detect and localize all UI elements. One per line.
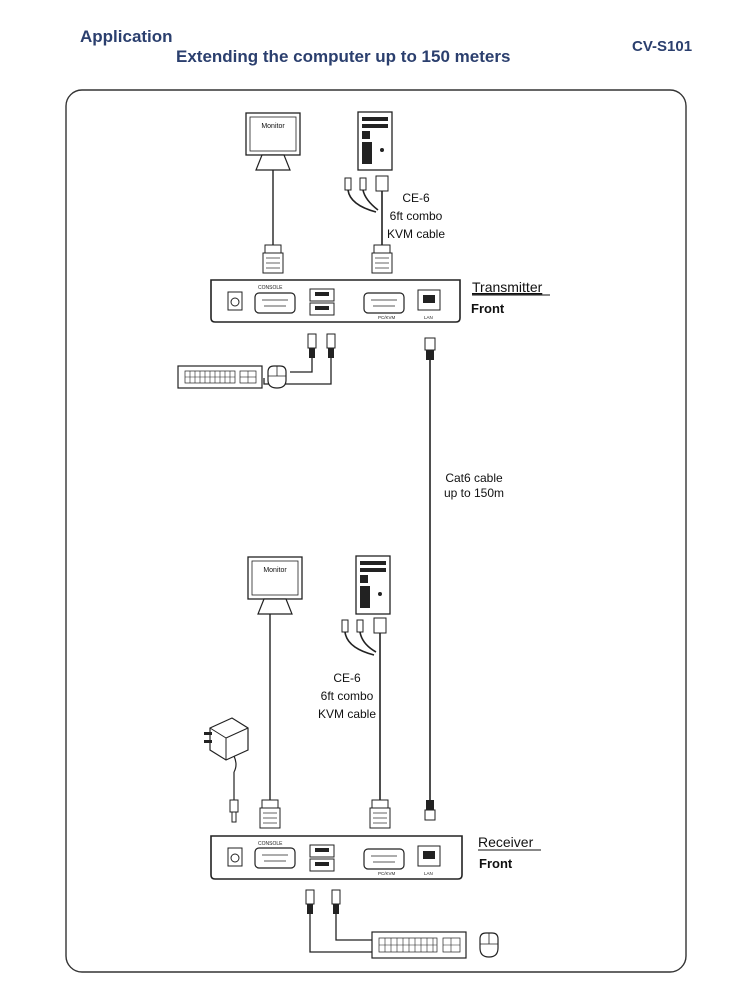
receiver-side-label: Front — [479, 856, 513, 871]
monitor-label: Monitor — [261, 123, 285, 130]
tx-cable-line-1: CE-6 — [402, 191, 430, 205]
mouse-icon — [267, 365, 287, 389]
kvm-cable-icon — [344, 175, 393, 274]
vga-connector-icon — [262, 244, 284, 274]
kvm-cable-icon — [341, 617, 391, 829]
monitor-label: Monitor — [263, 567, 287, 574]
tx-cable-line-2: 6ft combo — [390, 209, 443, 223]
transmitter-label: Transmitter — [472, 279, 543, 295]
receiver-label: Receiver — [478, 834, 534, 850]
keyboard-icon — [371, 931, 467, 959]
transmitter-side-label: Front — [471, 301, 505, 316]
tx-lan-port-label: LAN — [424, 315, 433, 320]
rx-cable-line-1: CE-6 — [333, 671, 361, 685]
page-title: Application — [80, 27, 173, 46]
diagram-frame — [65, 89, 687, 973]
cat6-cable — [424, 337, 436, 821]
rx-cable-line-3: KVM cable — [318, 707, 376, 721]
transmitter-device: CONSOLE PC/KVM LAN — [210, 279, 461, 323]
receiver-device: CONSOLE PC/KVM LAN — [210, 835, 463, 880]
rx-cable-line-2: 6ft combo — [321, 689, 374, 703]
monitor-icon: Monitor — [247, 556, 303, 615]
rx-pc-port-label: PC/KVM — [378, 871, 396, 876]
monitor-icon: Monitor — [245, 112, 301, 171]
vga-connector-icon — [259, 799, 281, 829]
tx-console-port-label: CONSOLE — [258, 285, 283, 291]
computer-tower-icon — [357, 111, 393, 171]
mouse-icon — [479, 932, 499, 958]
ps2-plug-icon — [263, 333, 336, 385]
link-cable-line-1: Cat6 cable — [445, 471, 503, 485]
keyboard-icon — [177, 365, 263, 389]
model-number: CV-S101 — [632, 38, 693, 55]
page-subtitle: Extending the computer up to 150 meters — [176, 47, 511, 66]
computer-tower-icon — [355, 555, 391, 615]
link-cable-line-2: up to 150m — [444, 486, 504, 500]
tx-pc-port-label: PC/KVM — [378, 315, 396, 320]
rx-console-port-label: CONSOLE — [258, 841, 283, 847]
ps2-plug-icon — [305, 889, 372, 953]
rx-lan-port-label: LAN — [424, 871, 433, 876]
power-adapter-icon — [204, 717, 249, 823]
tx-cable-line-3: KVM cable — [387, 227, 445, 241]
